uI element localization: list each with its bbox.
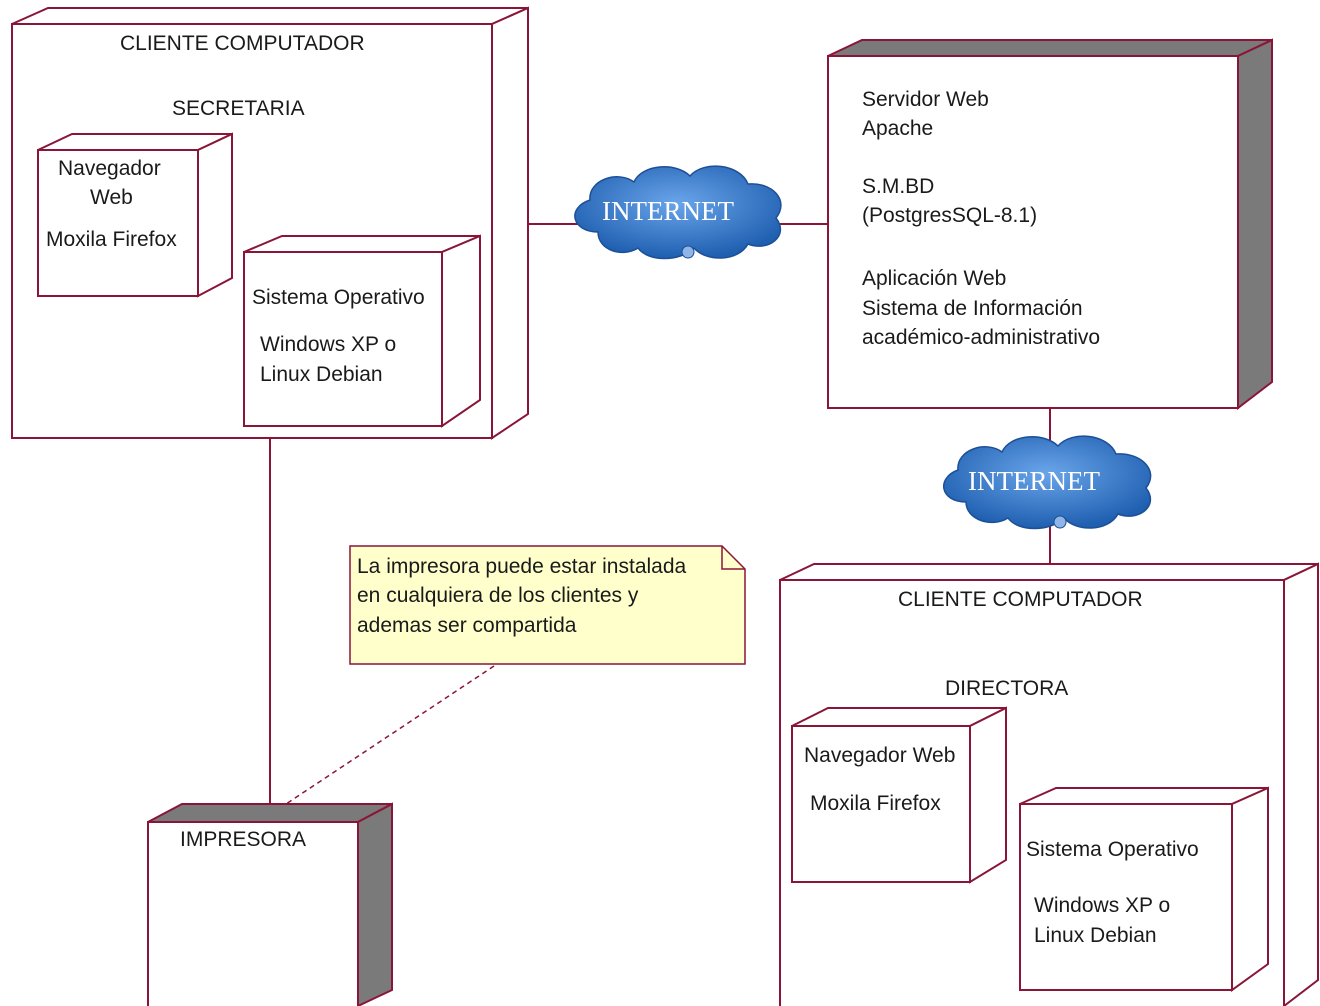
- node-printer: IMPRESORA: [147, 802, 393, 1006]
- os-label-line1: Sistema Operativo: [252, 286, 425, 309]
- os-label-line3: Linux Debian: [1034, 924, 1157, 947]
- browser-label-line1: Navegador Web: [804, 744, 955, 767]
- node-title: CLIENTE COMPUTADOR: [120, 32, 365, 55]
- node-subtitle: DIRECTORA: [945, 677, 1068, 700]
- server-line1: Servidor Web: [862, 88, 989, 111]
- node-top-face: [147, 803, 393, 823]
- browser-label-line2: Web: [90, 186, 133, 209]
- node-client-secretaria: CLIENTE COMPUTADOR SECRETARIA Navegador …: [11, 6, 529, 440]
- os-label-line2: Windows XP o: [260, 333, 396, 356]
- node-side-face: [491, 6, 529, 440]
- cloud-label: INTERNET: [602, 196, 734, 226]
- note-shape: [349, 545, 746, 665]
- os-label-line2: Windows XP o: [1034, 894, 1170, 917]
- component-os: Sistema Operativo Windows XP o Linux Deb…: [243, 234, 481, 428]
- note-printer: La impresora puede estar instalada en cu…: [349, 545, 746, 665]
- cloud-node-icon: [1053, 515, 1067, 529]
- server-line5: Aplicación Web: [862, 267, 1006, 290]
- node-top-face: [827, 39, 1273, 57]
- node-top-face: [11, 7, 529, 25]
- node-subtitle: SECRETARIA: [172, 97, 305, 120]
- node-side-face: [1283, 562, 1319, 1006]
- note-line3: ademas ser compartida: [357, 614, 577, 637]
- server-line6: Sistema de Información: [862, 297, 1083, 320]
- os-label-line1: Sistema Operativo: [1026, 838, 1199, 861]
- server-line4: (PostgresSQL-8.1): [862, 204, 1037, 227]
- cloud-label: INTERNET: [968, 466, 1100, 496]
- server-line3: S.M.BD: [862, 175, 934, 198]
- connections: [269, 223, 1051, 813]
- browser-label-line2: Moxila Firefox: [810, 792, 941, 815]
- cloud-internet-right: INTERNET: [942, 435, 1152, 530]
- cloud-shape: [574, 165, 782, 260]
- browser-label-line1: Navegador: [58, 157, 161, 180]
- component-os: Sistema Operativo Windows XP o Linux Deb…: [1019, 786, 1269, 992]
- server-line7: académico-administrativo: [862, 326, 1100, 349]
- node-server: Servidor Web Apache S.M.BD (PostgresSQL-…: [827, 38, 1273, 411]
- cloud-internet-top: INTERNET: [574, 165, 782, 260]
- node-front-face: [827, 55, 1239, 409]
- node-side-face: [357, 802, 393, 1006]
- server-line2: Apache: [862, 117, 933, 140]
- cloud-shape: [942, 435, 1152, 530]
- cloud-node-icon: [681, 245, 695, 259]
- component-browser: Navegador Web Moxila Firefox: [37, 132, 233, 298]
- os-label-line3: Linux Debian: [260, 363, 383, 386]
- node-top-face: [779, 563, 1319, 581]
- note-line2: en cualquiera de los clientes y: [357, 584, 639, 607]
- note-line1: La impresora puede estar instalada: [357, 555, 687, 578]
- note-fold: [721, 546, 745, 570]
- note-anchor-line: [273, 665, 495, 813]
- node-side-face: [1237, 38, 1273, 411]
- node-client-directora: CLIENTE COMPUTADOR DIRECTORA Navegador W…: [779, 562, 1319, 1006]
- node-title: CLIENTE COMPUTADOR: [898, 588, 1143, 611]
- browser-label-line3: Moxila Firefox: [46, 228, 177, 251]
- component-browser: Navegador Web Moxila Firefox: [791, 706, 1007, 884]
- node-front-face: [147, 821, 359, 1006]
- printer-title: IMPRESORA: [180, 828, 306, 851]
